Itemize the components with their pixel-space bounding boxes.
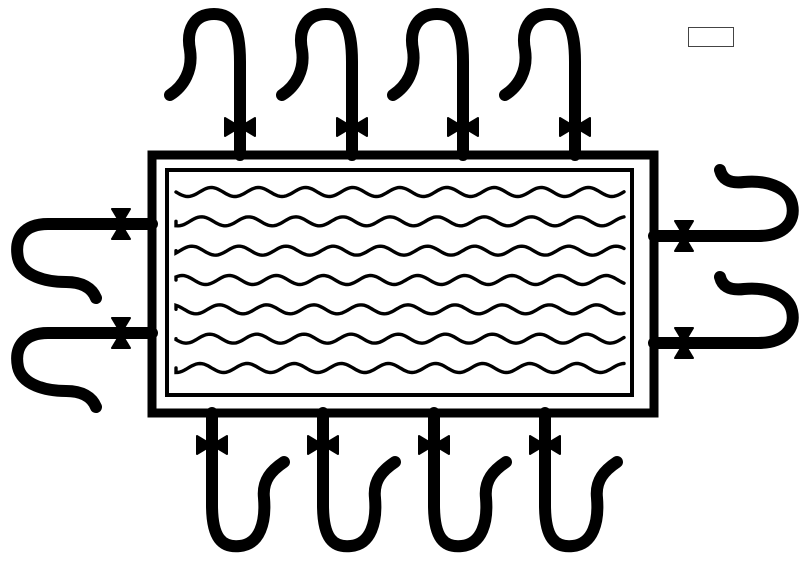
wave-line [174, 185, 626, 199]
bottom-pipe [529, 407, 623, 553]
top-pipe [276, 8, 368, 161]
left-pipe [11, 317, 158, 413]
hook-pipe-icon [11, 218, 158, 304]
right-pipe [648, 271, 799, 359]
top-pipe [499, 8, 591, 161]
valve-icon [447, 117, 479, 137]
hook-pipe-icon [317, 407, 401, 553]
hook-pipe-icon [539, 407, 623, 553]
tank-inner-frame [165, 168, 634, 397]
valve-icon [307, 435, 339, 455]
tank [147, 150, 659, 418]
hook-pipe-icon [648, 164, 799, 242]
valve-icon [336, 117, 368, 137]
wave-line [174, 215, 626, 228]
pipes-right [648, 164, 799, 359]
valve-icon [674, 327, 694, 359]
wave-line [174, 361, 626, 375]
pipes-left [11, 208, 158, 413]
corner-box [688, 27, 734, 47]
valve-icon [111, 317, 131, 349]
pipes-bottom [196, 407, 623, 553]
valve-icon [418, 435, 450, 455]
valve-icon [111, 208, 131, 240]
wave-line [174, 273, 626, 287]
bottom-pipe [307, 407, 401, 553]
hook-pipe-icon [428, 407, 512, 553]
valve-icon [224, 117, 256, 137]
valve-icon [674, 220, 694, 252]
top-pipe [387, 8, 479, 161]
valve-icon [529, 435, 561, 455]
water-waves [174, 185, 626, 375]
wave-line [174, 244, 626, 257]
hook-pipe-icon [276, 8, 358, 161]
top-pipe [164, 8, 256, 161]
valve-icon [196, 435, 228, 455]
left-pipe [11, 208, 158, 304]
hook-pipe-icon [11, 327, 158, 413]
bottom-pipe [196, 407, 290, 553]
hook-pipe-icon [206, 407, 290, 553]
hook-pipe-icon [164, 8, 246, 161]
hook-pipe-icon [499, 8, 581, 161]
hook-pipe-icon [648, 271, 799, 349]
wave-line [174, 303, 626, 316]
right-pipe [648, 164, 799, 252]
hook-pipe-icon [387, 8, 469, 161]
bottom-pipe [418, 407, 512, 553]
wave-line [174, 332, 626, 345]
pipes-top [164, 8, 591, 161]
valve-icon [559, 117, 591, 137]
